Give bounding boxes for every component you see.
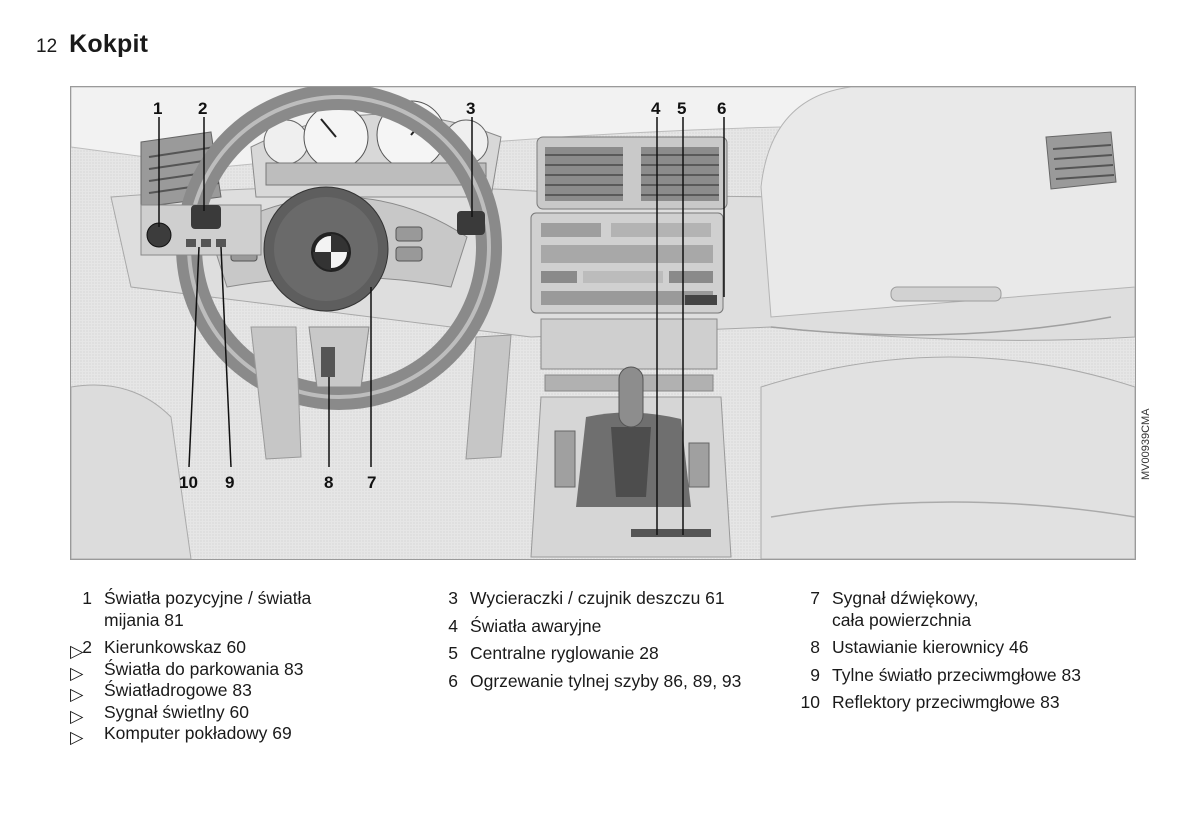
cockpit-drawing — [71, 87, 1135, 559]
right-air-vent — [1045, 131, 1117, 190]
legend-item-1: 1 Światła pozycyjne / światła mijania 81 — [82, 588, 312, 630]
legend-subitem: ▷Światładrogowe 83 — [70, 680, 252, 704]
triangle-bullet-icon: ▷ — [70, 641, 84, 661]
cockpit-illustration: 1 2 3 4 5 6 7 8 9 10 — [70, 86, 1136, 560]
legend-item-8: 8 Ustawianie kierownicy 46 — [810, 637, 1029, 657]
legend-subitem: ▷Kierunkowskaz 60 — [70, 637, 247, 661]
callout-8: 8 — [324, 473, 334, 492]
callout-4: 4 — [651, 99, 661, 118]
legend-item-4: 4 Światła awaryjne — [448, 615, 602, 636]
legend-column-1: 1 Światła pozycyjne / światła mijania 81… — [70, 588, 410, 751]
lower-console — [530, 318, 732, 558]
legend-subitem: ▷Sygnał świetlny 60 — [70, 701, 249, 726]
legend-column-2: 3 Wycieraczki / czujnik deszczu 61 4 Świ… — [436, 588, 796, 698]
legend-item-3: 3 Wycieraczki / czujnik deszczu 61 — [448, 588, 725, 608]
page-number: 12 — [36, 36, 58, 57]
callout-5: 5 — [677, 99, 687, 118]
callout-9: 9 — [225, 473, 235, 492]
legend-item-10: 10 Reflektory przeciwmgłowe 83 — [800, 692, 1060, 712]
legend-item-2: 2 ▷Kierunkowskaz 60 ▷Światła do parkowan… — [70, 637, 410, 747]
page-title: Kokpit — [69, 30, 149, 58]
legend-column-3: 7 Sygnał dźwiękowy, cała powierzchnia 8 … — [798, 588, 1158, 720]
wiper-stalk — [457, 211, 485, 235]
legend-item-5: 5 Centralne ryglowanie 28 — [448, 643, 659, 663]
legend-subitem: ▷Komputer pokładowy 69 — [70, 723, 292, 747]
center-air-vents — [536, 136, 728, 210]
legend-item-9: 9 Tylne światło przeciwmgłowe 83 — [810, 664, 1081, 685]
callout-2: 2 — [198, 99, 208, 118]
callout-3: 3 — [466, 99, 476, 118]
triangle-bullet-icon: ▷ — [70, 684, 84, 704]
page-header: 12 Kokpit — [36, 30, 148, 59]
callout-7: 7 — [367, 473, 377, 492]
center-console-controls — [530, 212, 724, 314]
callout-1: 1 — [153, 99, 163, 118]
turn-signal-stalk — [191, 205, 221, 229]
callout-6: 6 — [717, 99, 727, 118]
callout-10: 10 — [179, 473, 198, 492]
triangle-bullet-icon: ▷ — [70, 705, 84, 726]
callout-leader-lines — [158, 117, 725, 535]
legend-item-6: 6 Ogrzewanie tylnej szyby 86, 89, 93 — [448, 670, 742, 691]
legend-item-7: 7 Sygnał dźwiękowy, cała powierzchnia — [810, 588, 979, 630]
triangle-bullet-icon: ▷ — [70, 727, 84, 747]
triangle-bullet-icon: ▷ — [70, 662, 84, 683]
figure-code: MV00939CMA — [1140, 408, 1152, 480]
legend-subitem: ▷Światła do parkowania 83 — [70, 658, 304, 683]
